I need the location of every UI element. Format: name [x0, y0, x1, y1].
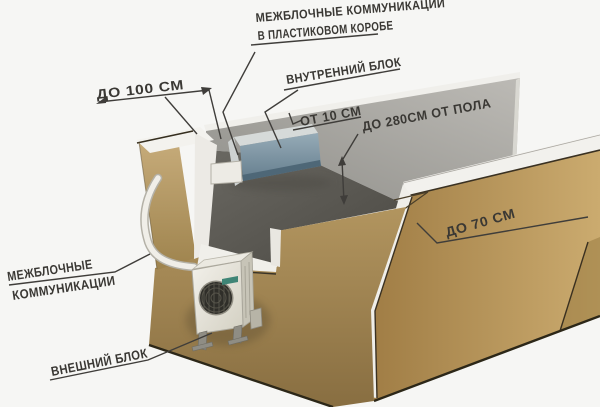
arrowhead-280-down [340, 195, 348, 205]
indoor-unit-shadow [228, 175, 332, 191]
right-wall-edge-line [406, 149, 600, 197]
brand-logo-strip [222, 276, 238, 285]
extension-line-right [208, 89, 222, 140]
fan-grille-grid [201, 282, 231, 314]
leader-indoor-unit [264, 89, 299, 149]
underline-duct-label [250, 33, 379, 46]
dim-line-100cm [98, 89, 210, 103]
right-wall-bottom-edge [373, 314, 600, 403]
right-wall-side-face [560, 237, 600, 331]
arrow-line-floor-height [341, 159, 345, 203]
leader-ceiling-gap [288, 112, 303, 125]
interunit-pipe [141, 175, 197, 270]
indoor-unit-vent-strip [242, 160, 321, 181]
underline-ceiling-gap [292, 116, 362, 131]
back-wall-top-edge [204, 72, 520, 132]
service-valve-cover [249, 307, 263, 330]
outdoor-unit-vents [244, 261, 251, 319]
underline-indoor-unit [283, 68, 401, 91]
fan-grille [200, 282, 232, 314]
left-wall-bottom-edge [148, 343, 334, 407]
right-wall-edge-hairline [402, 134, 600, 184]
extension-line-left [164, 96, 198, 135]
arrowheads [96, 87, 348, 205]
plastic-duct [210, 160, 243, 185]
annotation-lines [8, 33, 589, 381]
opening-right-jamb [270, 228, 281, 267]
leader-outdoor-unit [49, 332, 213, 381]
leader-duct-label [222, 51, 256, 156]
right-wall-top-edge [403, 134, 600, 196]
leader-floor-height [342, 133, 359, 160]
wall-strip-top-face [136, 127, 214, 153]
wall-corner-line [374, 196, 413, 399]
arrowhead-280-up [338, 156, 346, 166]
wall-strip-edge-line [136, 130, 194, 144]
arrowhead-100-right [201, 87, 212, 95]
right-wall-crease [559, 241, 589, 332]
wall-strip-face [139, 132, 196, 270]
back-wall-right-edge [512, 78, 520, 168]
arrowhead-100-left [96, 96, 107, 104]
leader-pipe-label [8, 253, 151, 286]
leader-side-clearance [416, 216, 589, 244]
outdoor-unit [186, 251, 270, 352]
